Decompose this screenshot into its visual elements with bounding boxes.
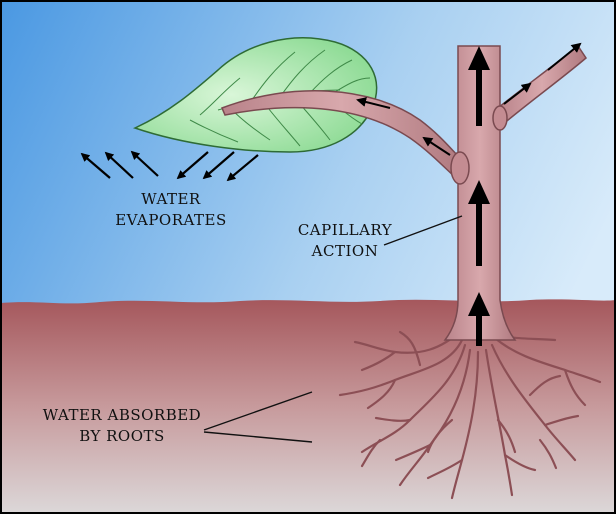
label-capillary-line1: CAPILLARY [297,221,393,239]
label-water-evaporates: WATER EVAPORATES [96,189,246,231]
capillary-arrows [468,46,490,346]
branch-node [492,105,508,131]
label-capillary-action: CAPILLARY ACTION [282,220,408,262]
label-roots-line1: WATER ABSORBED [42,406,202,424]
roots [338,328,602,500]
label-water-absorbed-by-roots: WATER ABSORBED BY ROOTS [22,405,222,447]
stem-node [450,151,470,185]
label-roots-line2: BY ROOTS [79,427,165,445]
branch-flow-arrows [356,42,582,156]
label-evaporates-line2: EVAPORATES [115,211,227,229]
label-capillary-line2: ACTION [311,242,379,260]
evaporation-arrows [80,150,259,182]
label-evaporates-line1: WATER [141,190,201,208]
leader-lines [203,215,463,443]
